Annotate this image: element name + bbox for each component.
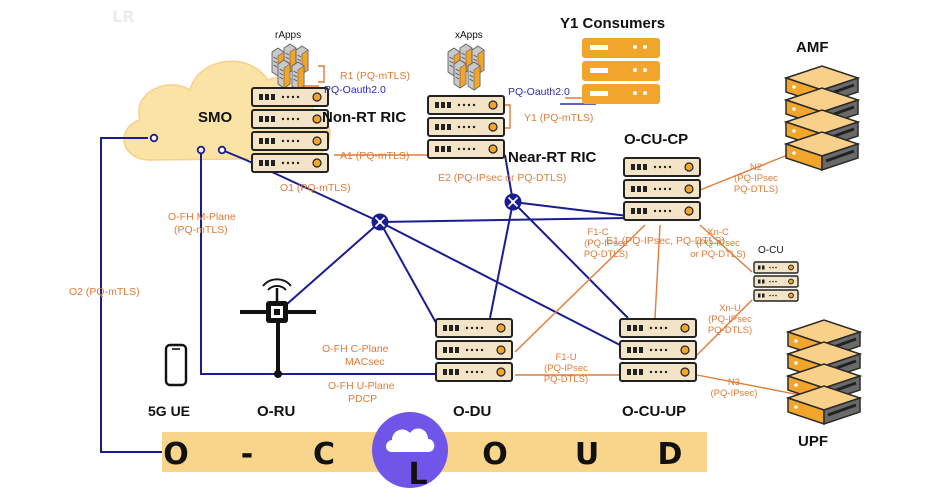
o1-label: O1 (PQ-mTLS) — [280, 182, 351, 194]
xnc-label-2: (PQ-IPsec — [696, 238, 740, 249]
f1u-label-2: (PQ-IPsec — [544, 363, 588, 374]
ofh-m-label-1: O-FH M-Plane — [168, 211, 236, 223]
banner-letter-o1: O — [163, 437, 189, 472]
ofh-c-label-2: MACsec — [345, 356, 385, 368]
router-icon — [370, 212, 390, 232]
rapps-label: rApps — [275, 30, 301, 41]
n2-label-1: N2 — [750, 162, 762, 173]
n3-label-2: (PQ-IPsec) — [711, 388, 758, 399]
e2-label: E2 (PQ-IPsec or PQ-DTLS) — [438, 172, 566, 184]
xapps-label: xApps — [455, 30, 483, 41]
o-cu-cp-label: O-CU-CP — [624, 131, 688, 148]
banner-letter-dash: - — [241, 437, 253, 472]
f1c-label-2: (PQ-IPsec — [584, 238, 628, 249]
f1c-label-1: F1-C — [587, 227, 608, 238]
o-cu-cp-server-icon — [623, 157, 701, 221]
ofh-u-label-1: O-FH U-Plane — [328, 380, 395, 392]
upf-server-icon — [786, 318, 862, 426]
ofh-c-label-1: O-FH C-Plane — [322, 343, 389, 355]
ofh-u-label-2: PDCP — [348, 393, 377, 405]
amf-server-icon — [784, 64, 860, 172]
n3-label-1: N3 — [728, 377, 740, 388]
interface-lines — [300, 65, 801, 396]
o-cu-up-server-icon — [619, 318, 697, 382]
y1-consumers-server-icon — [582, 38, 660, 104]
y1-consumers-label: Y1 Consumers — [560, 15, 665, 32]
r1-label: R1 (PQ-mTLS) — [340, 70, 410, 82]
y1-label: Y1 (PQ-mTLS) — [524, 112, 593, 124]
f1u-label-3: PQ-DTLS) — [544, 374, 588, 385]
n2-label-3: PQ-DTLS) — [734, 184, 778, 195]
e1-label: E1 (PQ-IPsec, PQ-DTLS) — [606, 235, 725, 247]
pq-oauth-left-label: PQ-Oauth2.0 — [324, 84, 386, 96]
xnc-label-1: Xn-C — [707, 227, 729, 238]
o-du-server-icon — [435, 318, 513, 382]
upf-label: UPF — [798, 433, 828, 450]
o-du-label: O-DU — [453, 403, 491, 420]
banner-letter-l: L — [408, 457, 427, 492]
near-rt-ric-label: Near-RT RIC — [508, 149, 597, 166]
o-cu-up-label: O-CU-UP — [622, 403, 686, 420]
xnc-label-3: or PQ-DTLS) — [690, 249, 745, 260]
o-ru-label: O-RU — [257, 403, 295, 420]
phone-icon — [164, 343, 188, 387]
router-icon — [503, 192, 523, 212]
n2-label-2: (PQ-IPsec — [734, 173, 778, 184]
ue-label: 5G UE — [148, 403, 190, 419]
o-cu-server-icon — [753, 261, 799, 302]
amf-label: AMF — [796, 39, 829, 56]
connector-dots — [149, 133, 227, 155]
svg-text:LR: LR — [112, 7, 135, 26]
o-cloud-logo-icon: L — [372, 412, 448, 492]
f1u-label-1: F1-U — [555, 352, 576, 363]
banner-letter-u: U — [575, 437, 599, 472]
non-rt-ric-label: Non-RT RIC — [322, 109, 406, 126]
xnu-label-2: (PQ-IPsec — [708, 314, 752, 325]
pq-oauth-right-label: PQ-Oauth2.0 — [508, 86, 570, 98]
banner-letter-c: C — [313, 437, 335, 472]
a1-label: A1 (PQ-mTLS) — [340, 150, 409, 162]
smo-label: SMO — [198, 109, 233, 126]
logo-icon: LR — [112, 7, 135, 26]
xnu-label-3: PQ-DTLS) — [708, 325, 752, 336]
xapps-app-cluster-icon — [447, 43, 485, 91]
xnu-label-1: Xn-U — [719, 303, 741, 314]
f1c-label-3: PQ-DTLS) — [584, 249, 628, 260]
o2-label: O2 (PQ-mTLS) — [69, 286, 140, 298]
near-rt-ric-server-icon — [427, 95, 505, 159]
banner-letter-d: D — [658, 437, 683, 472]
o-ru-antenna-icon — [240, 278, 316, 378]
o-cu-label: O-CU — [758, 245, 784, 256]
banner-letter-o2: O — [482, 437, 508, 472]
ofh-m-label-2: (PQ-mTLS) — [174, 224, 228, 236]
